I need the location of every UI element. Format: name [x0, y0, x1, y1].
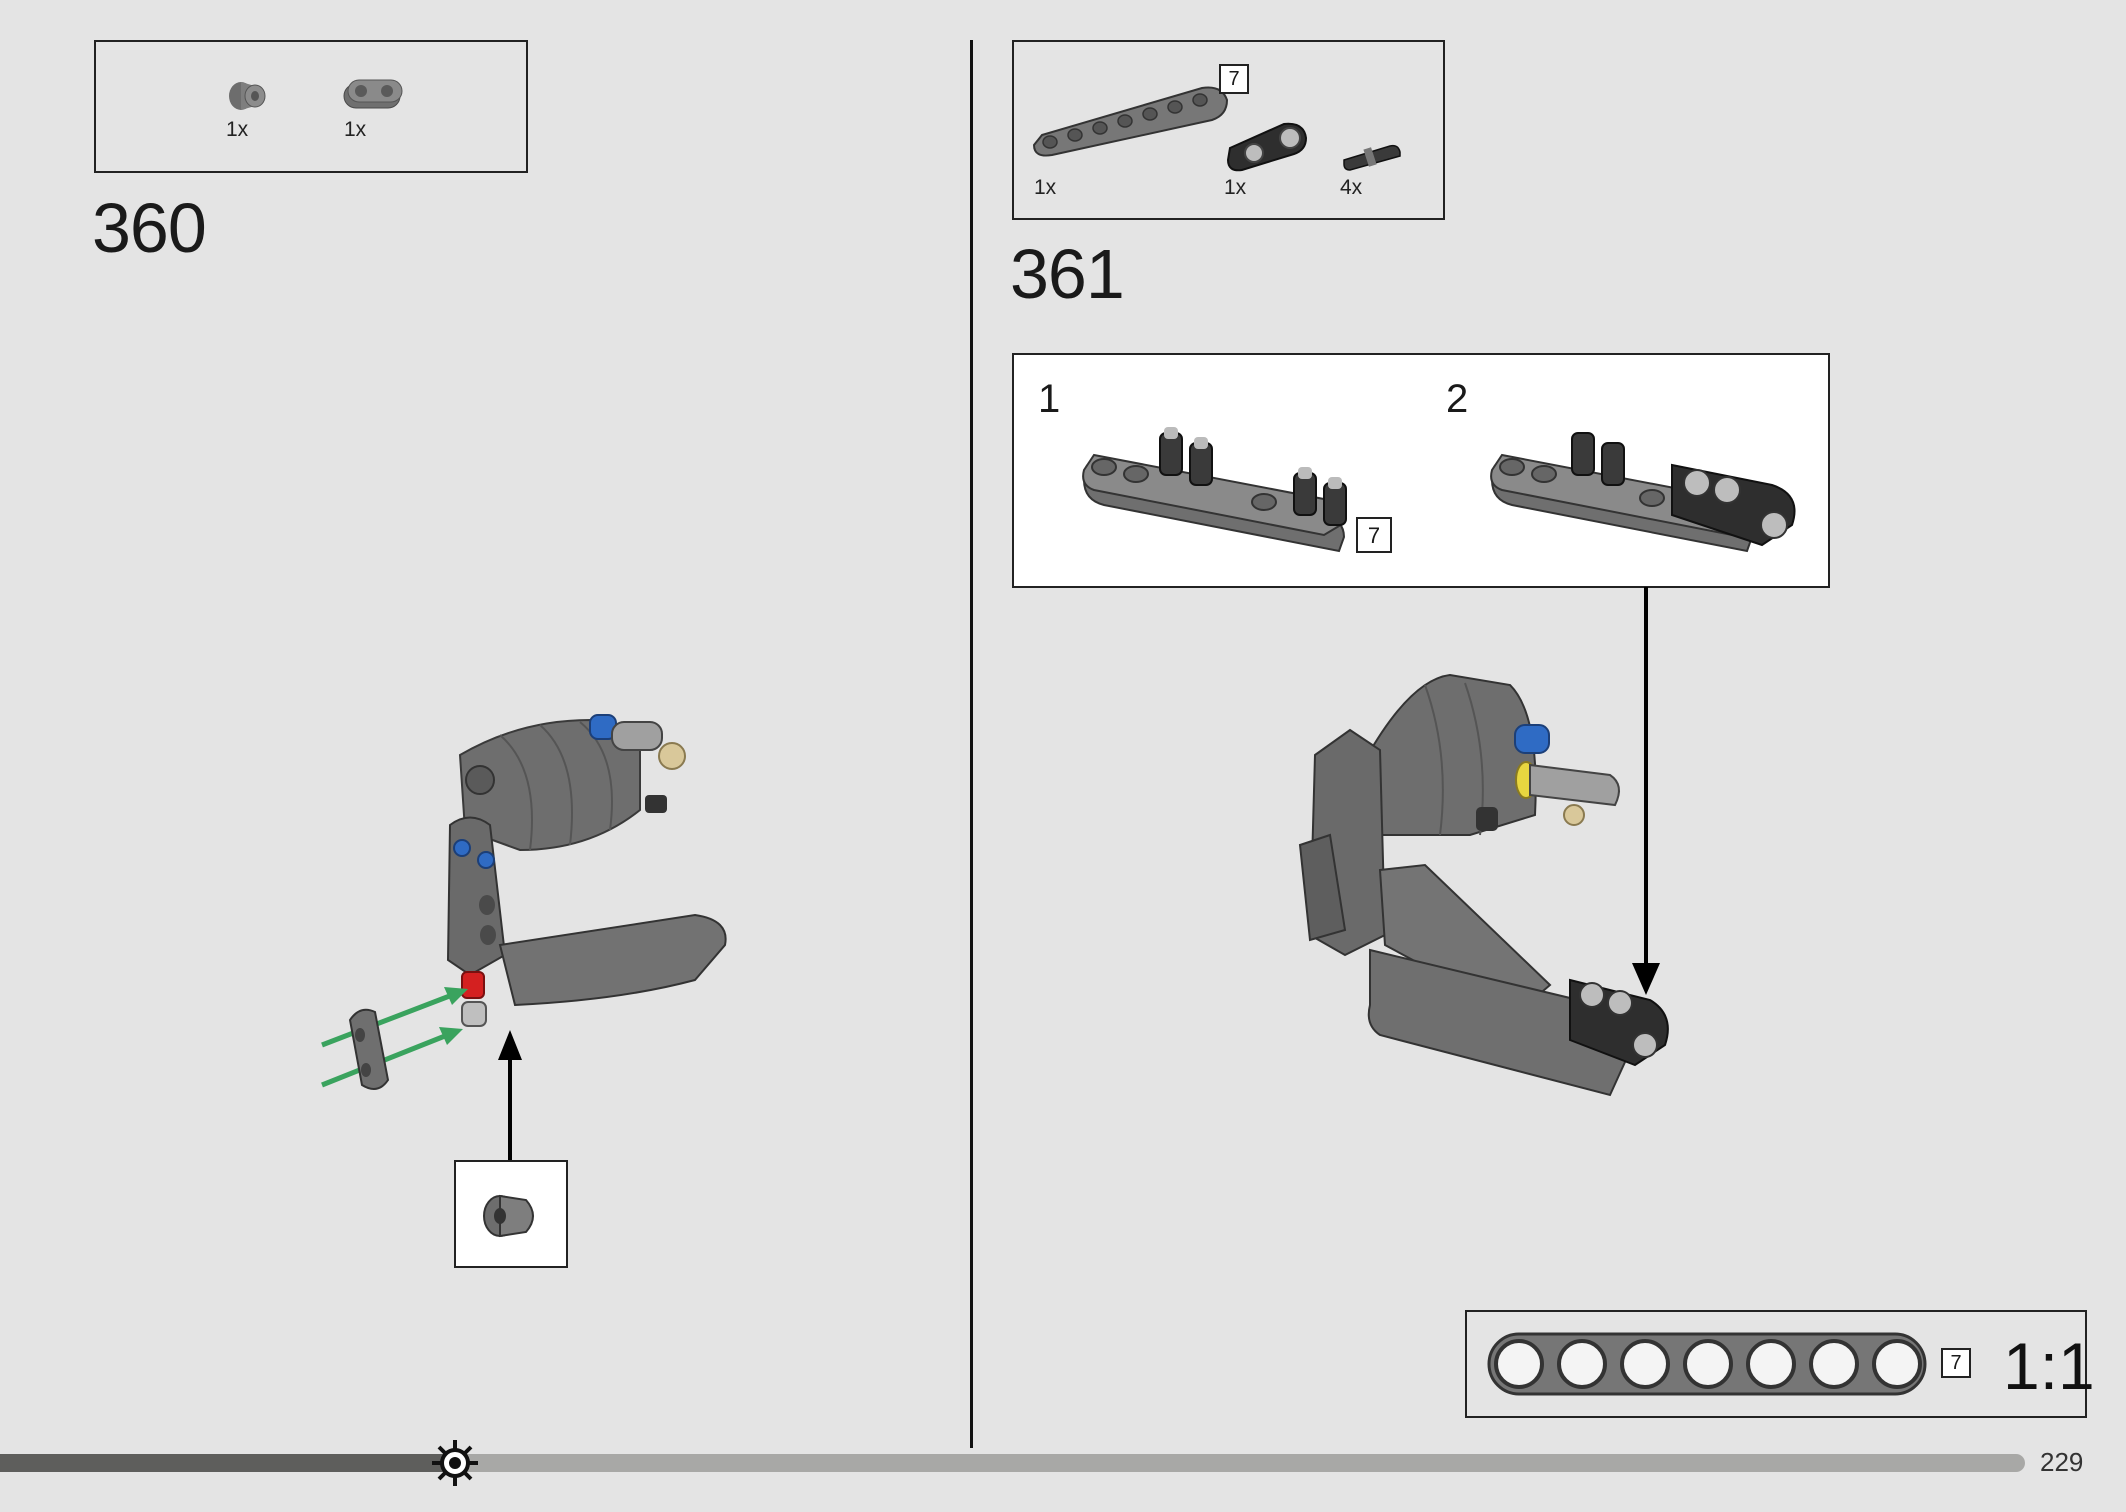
connector-icon	[343, 79, 403, 109]
double-connector-icon	[1226, 122, 1308, 172]
step-361-number: 361	[1010, 235, 1125, 313]
step-360-number: 360	[92, 189, 207, 267]
substep-2-beam-with-connector	[1490, 432, 1796, 553]
beam-7-icon	[1032, 86, 1229, 157]
pin-icon	[1343, 144, 1401, 171]
bush-icon	[483, 1194, 534, 1238]
scale-reference-length: 7	[1941, 1348, 1971, 1378]
substep-1-label: 1	[1038, 377, 1061, 421]
sun-icon	[432, 1440, 478, 1486]
page-divider	[970, 40, 973, 1448]
step-361-part-1-qty: 1x	[1034, 176, 1057, 199]
substep-2-label: 2	[1446, 377, 1469, 421]
scale-reference: 7 1:1	[1465, 1310, 2095, 1418]
substep-1-length: 7	[1356, 517, 1392, 553]
beam-7-scale-icon	[1487, 1332, 1927, 1396]
step-361-part-1-length: 7	[1219, 64, 1249, 94]
step-360-part-1-qty: 1x	[226, 118, 249, 141]
step-360-assembly	[321, 714, 727, 1160]
step-360-callout	[454, 1160, 568, 1268]
bush-icon	[229, 82, 266, 110]
progress-track	[0, 1454, 2025, 1472]
step-361-part-3-qty: 4x	[1340, 176, 1363, 199]
step-361-substeps: 1 7 2	[1012, 353, 1830, 588]
page-number: 229	[2040, 1447, 2084, 1477]
step-361-assembly	[1298, 587, 1669, 1097]
step-360-parts-list: 1x 1x	[94, 40, 528, 173]
scale-reference-ratio: 1:1	[2003, 1329, 2095, 1403]
step-361-parts-list: 7 1x 1x 4x	[1012, 40, 1445, 220]
step-361-part-2-qty: 1x	[1224, 176, 1247, 199]
substep-1-beam-with-pins	[1082, 427, 1347, 553]
step-360-part-2-qty: 1x	[344, 118, 367, 141]
progress-fill	[0, 1454, 456, 1472]
